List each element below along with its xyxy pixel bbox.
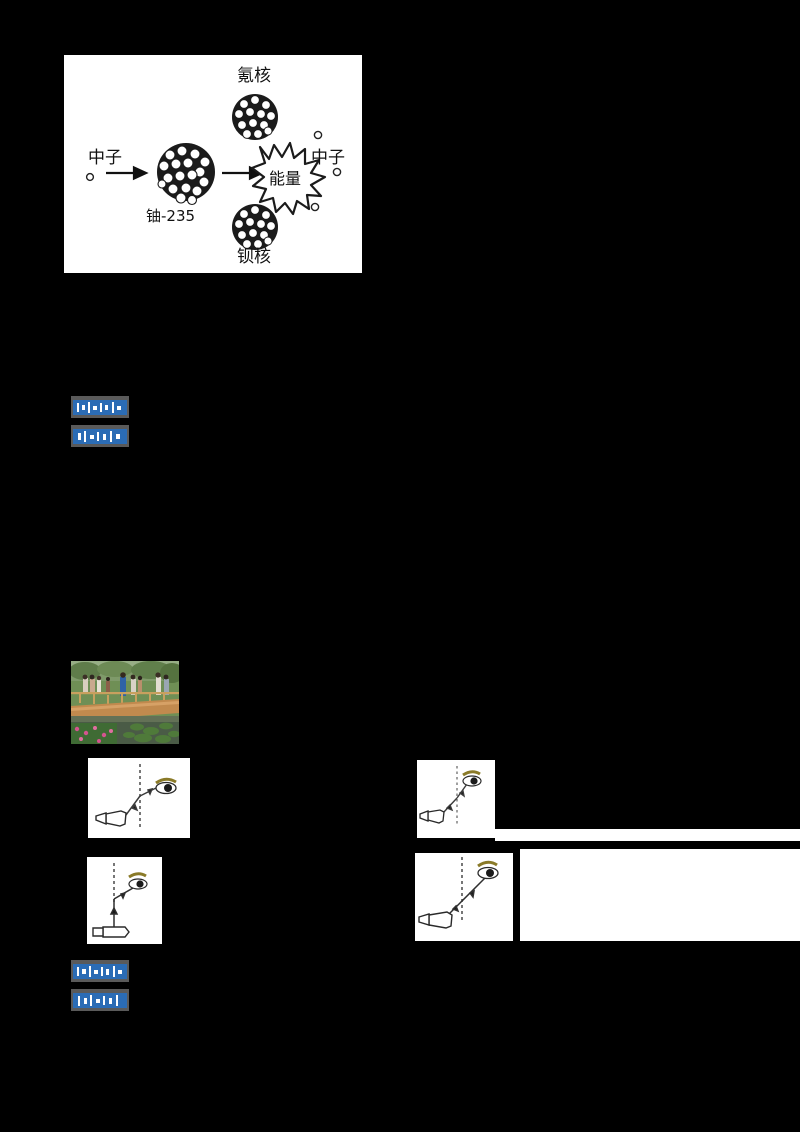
pond-boardwalk-photo — [71, 661, 179, 744]
photo-people — [82, 672, 169, 696]
barium-nucleus — [232, 204, 278, 250]
light-ray — [442, 783, 468, 814]
arrow-1 — [106, 165, 149, 181]
white-band-upper-right — [495, 829, 800, 841]
uranium-label: 铀-235 — [146, 207, 195, 225]
highlight-glyphs — [71, 960, 129, 982]
flashlight-icon — [95, 810, 127, 827]
highlight-glyphs — [71, 989, 129, 1011]
energy-starburst: 能量 — [250, 141, 327, 216]
flashlight-icon — [418, 911, 453, 929]
light-ray — [447, 875, 488, 916]
eye-icon — [477, 860, 499, 880]
photo-foreground-plants — [71, 723, 117, 744]
uranium-nucleus — [157, 143, 215, 206]
incoming-neutron-circle — [85, 172, 95, 182]
option-a-figure[interactable] — [88, 758, 190, 838]
energy-label: 能量 — [269, 169, 301, 188]
photo-lily-pads — [123, 722, 179, 743]
highlight-glyphs — [71, 396, 129, 418]
option-d-figure[interactable] — [415, 853, 513, 941]
krypton-label: 氪核 — [237, 66, 271, 86]
outgoing-neutron-2 — [332, 167, 342, 177]
highlight-block-3[interactable] — [71, 960, 129, 982]
option-c-figure[interactable] — [87, 857, 162, 944]
outgoing-neutron-1 — [313, 130, 323, 140]
photo-railing — [71, 692, 179, 705]
highlight-block-1[interactable] — [71, 396, 129, 418]
eye-icon — [462, 770, 482, 787]
eye-icon — [155, 777, 177, 795]
nuclear-fission-diagram: 中子 — [64, 55, 362, 273]
light-ray — [109, 887, 134, 929]
incoming-neutron-label: 中子 — [88, 148, 122, 168]
flashlight-icon — [92, 926, 130, 938]
flashlight-icon — [419, 809, 445, 824]
highlight-block-4[interactable] — [71, 989, 129, 1011]
outgoing-neutron-label: 中子 — [311, 148, 345, 168]
option-b-figure[interactable] — [417, 760, 495, 838]
highlight-glyphs — [71, 425, 129, 447]
outgoing-neutron-3 — [310, 202, 320, 212]
krypton-nucleus — [232, 94, 278, 140]
white-band-lower-right — [520, 849, 800, 941]
light-ray — [125, 786, 159, 816]
barium-label: 钡核 — [237, 247, 271, 267]
highlight-block-2[interactable] — [71, 425, 129, 447]
eye-icon — [128, 872, 148, 890]
